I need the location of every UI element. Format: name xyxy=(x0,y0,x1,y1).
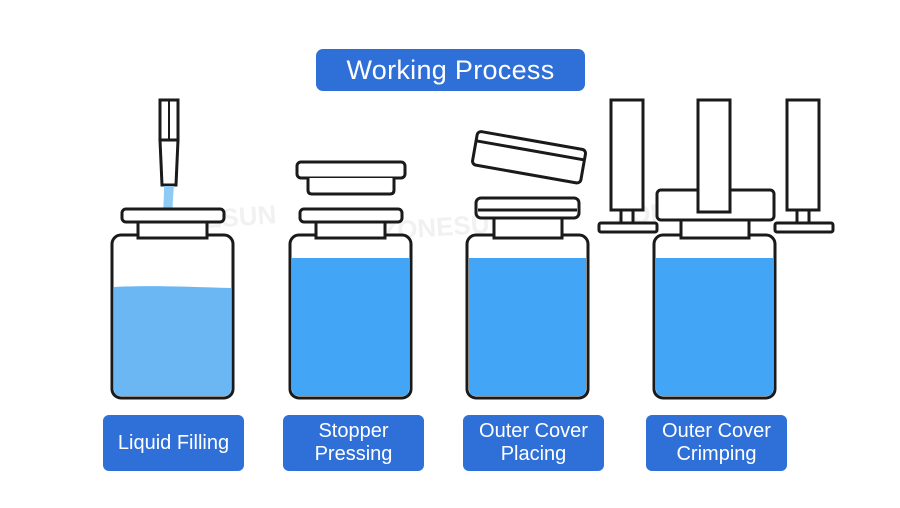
liquid xyxy=(292,258,409,396)
page-title: Working Process xyxy=(316,49,585,91)
rubber-stopper xyxy=(295,160,407,196)
step-label-line: Liquid Filling xyxy=(117,431,230,454)
step-label-outer-cover-placing: Outer Cover Placing xyxy=(463,415,604,471)
step-label-outer-cover-crimping: Outer Cover Crimping xyxy=(646,415,787,471)
bottle-outer-cover-crimping xyxy=(597,98,835,400)
step-label-stopper-pressing: Stopper Pressing xyxy=(283,415,424,471)
bottle-outer-cover-placing xyxy=(465,130,590,400)
bottle-liquid-filling xyxy=(110,98,235,400)
outer-cover xyxy=(471,130,588,185)
liquid xyxy=(114,286,231,396)
crimping-arm-right xyxy=(773,98,835,234)
step-label-line: Placing xyxy=(500,443,567,465)
step-label-line: Stopper xyxy=(318,420,389,442)
filling-nozzle xyxy=(158,98,180,187)
liquid xyxy=(469,258,586,396)
step-label-liquid-filling: Liquid Filling xyxy=(103,415,244,471)
step-label-line: Outer Cover xyxy=(479,420,588,442)
liquid xyxy=(656,258,773,396)
step-label-line: Pressing xyxy=(314,443,393,465)
bottle-stopper-pressing xyxy=(288,160,413,400)
step-label-line: Crimping xyxy=(676,443,757,465)
step-label-line: Outer Cover xyxy=(662,420,771,442)
crimping-arm-left xyxy=(597,98,659,234)
